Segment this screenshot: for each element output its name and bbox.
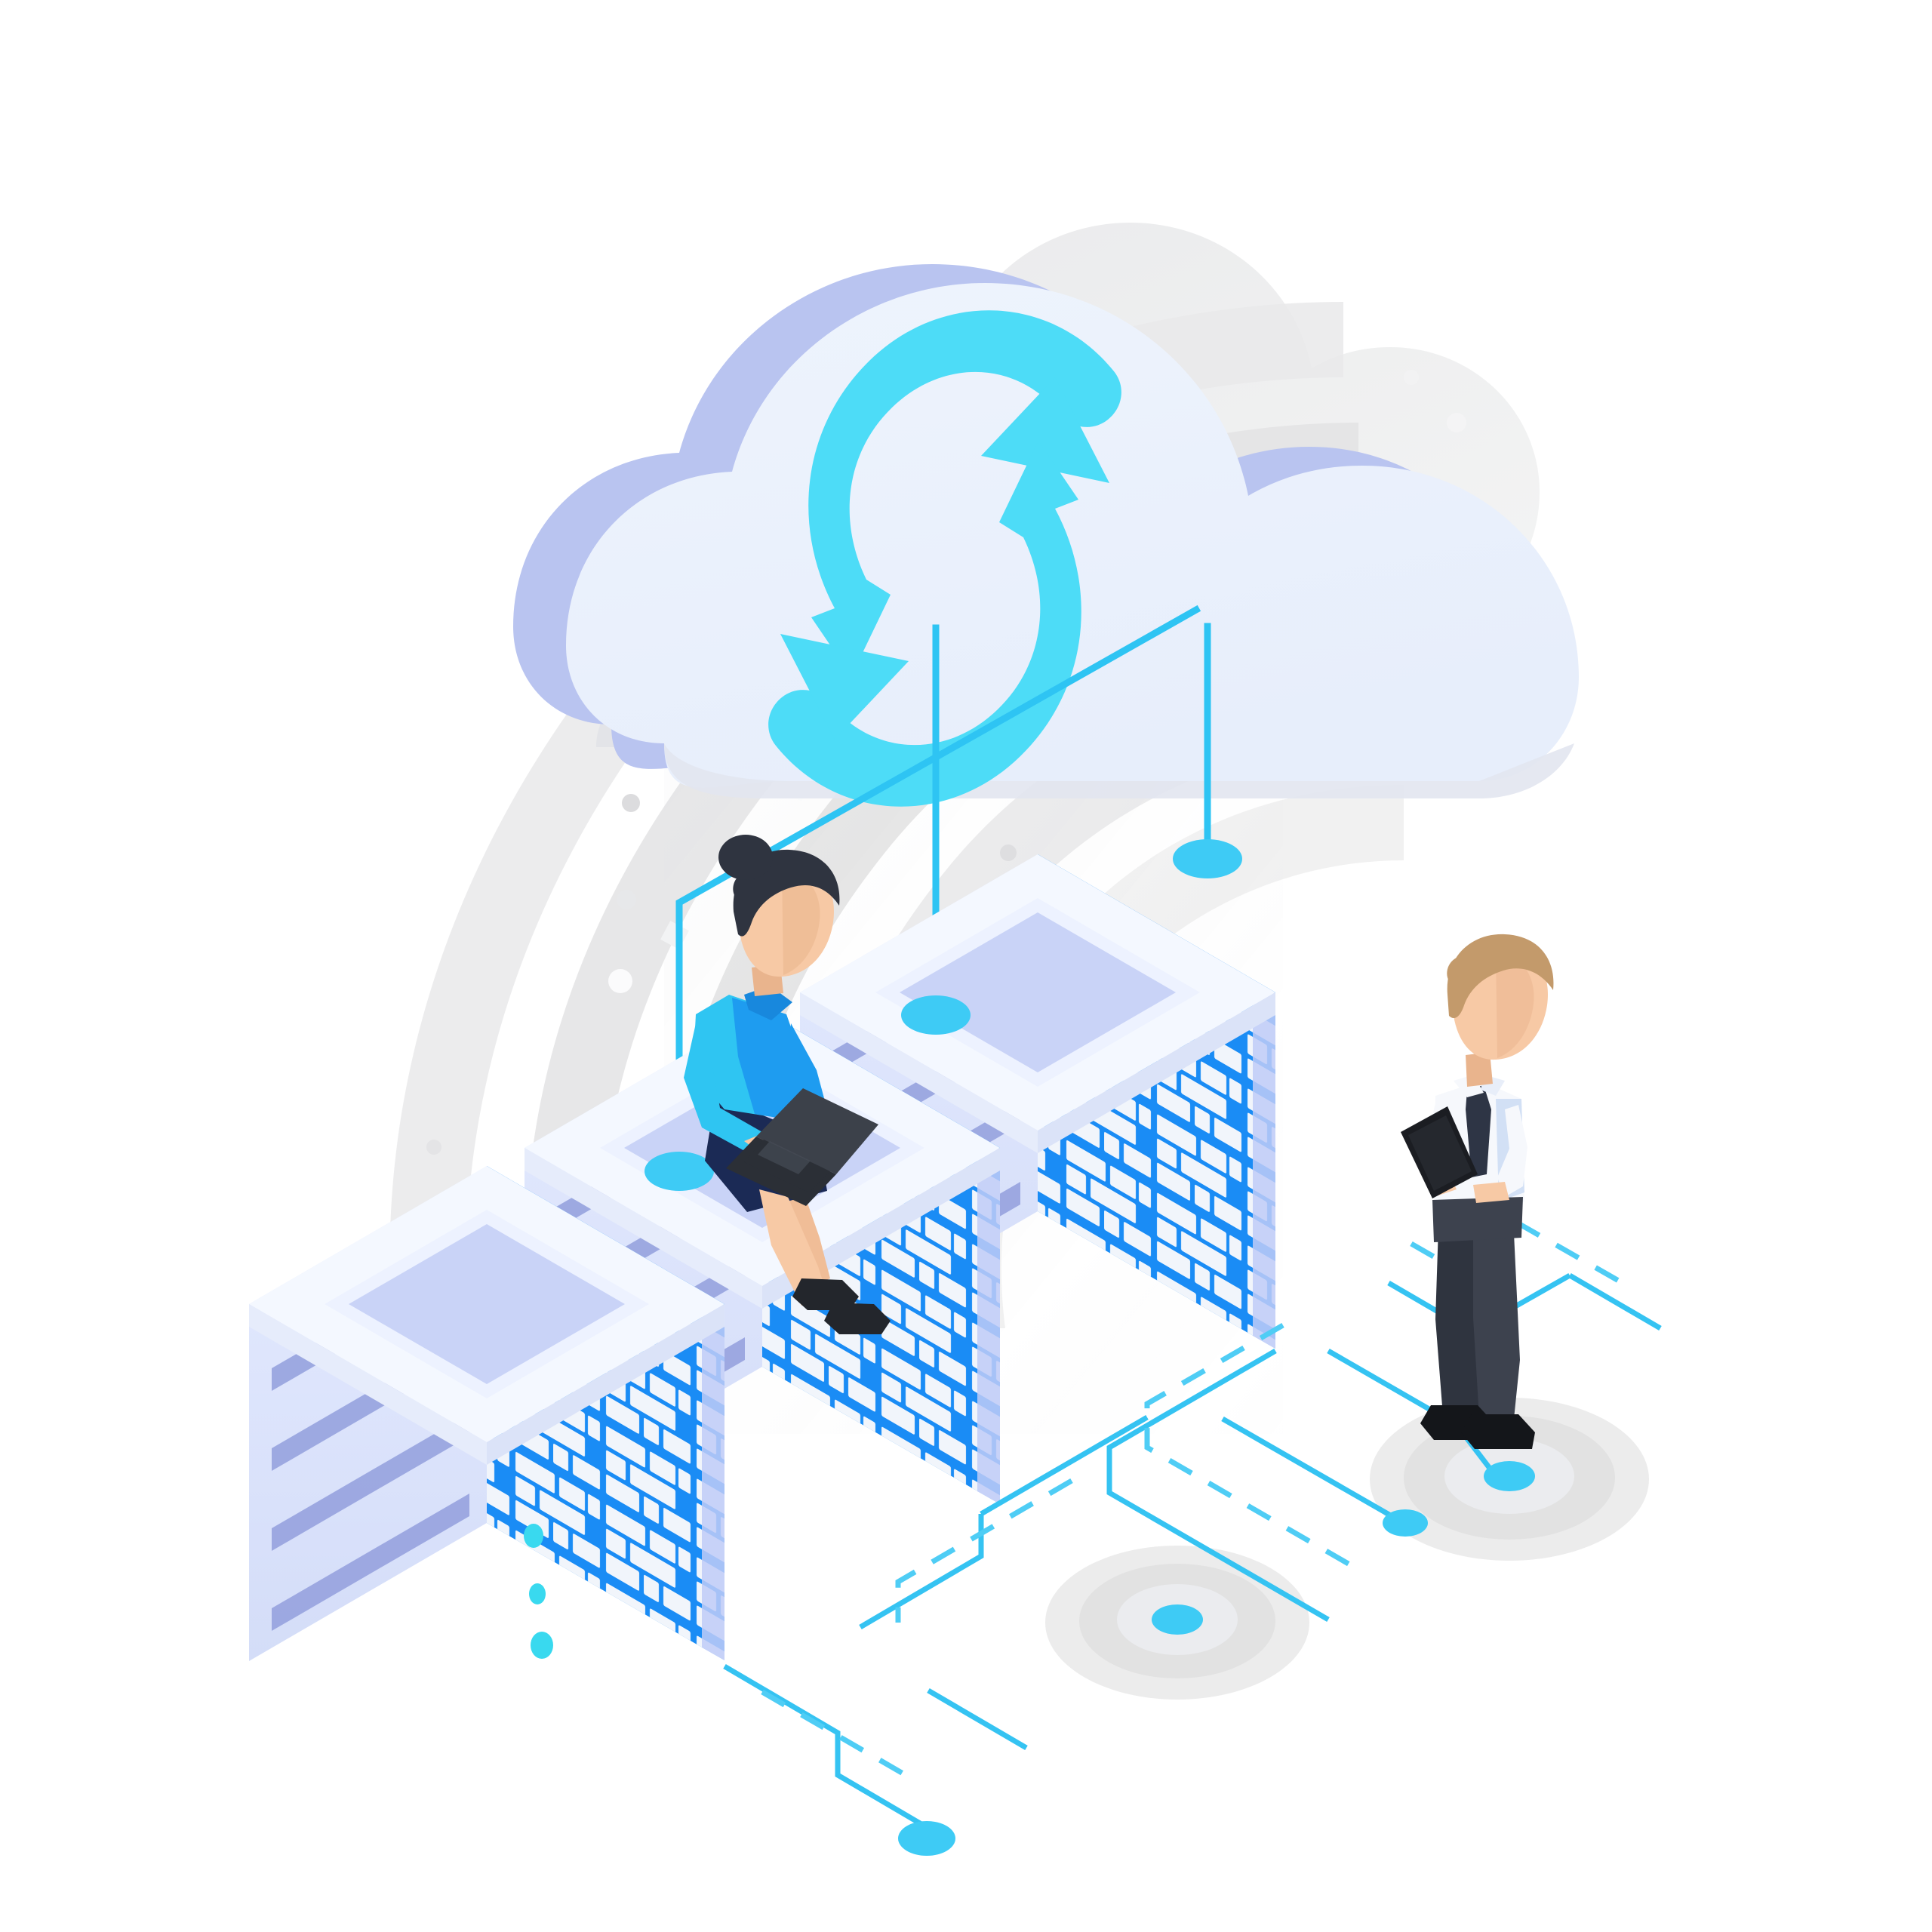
- cloud-group: [513, 264, 1579, 807]
- network-node-4: [1383, 1509, 1428, 1537]
- rack-left-status-leds: [524, 1524, 553, 1659]
- network-node-2: [1152, 1604, 1203, 1635]
- necktie: [1466, 1085, 1491, 1177]
- rack-middle-antenna-dot: [901, 995, 971, 1035]
- sync-refresh-icon: [768, 310, 1121, 807]
- woman-shoe-back: [792, 1278, 859, 1310]
- network-node-1: [1484, 1461, 1535, 1491]
- server-rack-left[interactable]: [249, 1162, 799, 1814]
- network-node-3: [898, 1821, 955, 1856]
- woman-shoe-front: [824, 1303, 891, 1334]
- laptop: [726, 1088, 878, 1206]
- woman-hair-bun: [718, 835, 773, 880]
- man-with-tablet[interactable]: [1401, 934, 1554, 1449]
- rack-left-antenna-dot: [645, 1152, 714, 1191]
- rack-right-antenna-dot: [1173, 839, 1242, 878]
- woman-with-laptop[interactable]: [684, 835, 891, 1334]
- man-shoe-front: [1461, 1414, 1535, 1449]
- tablet: [1401, 1106, 1478, 1198]
